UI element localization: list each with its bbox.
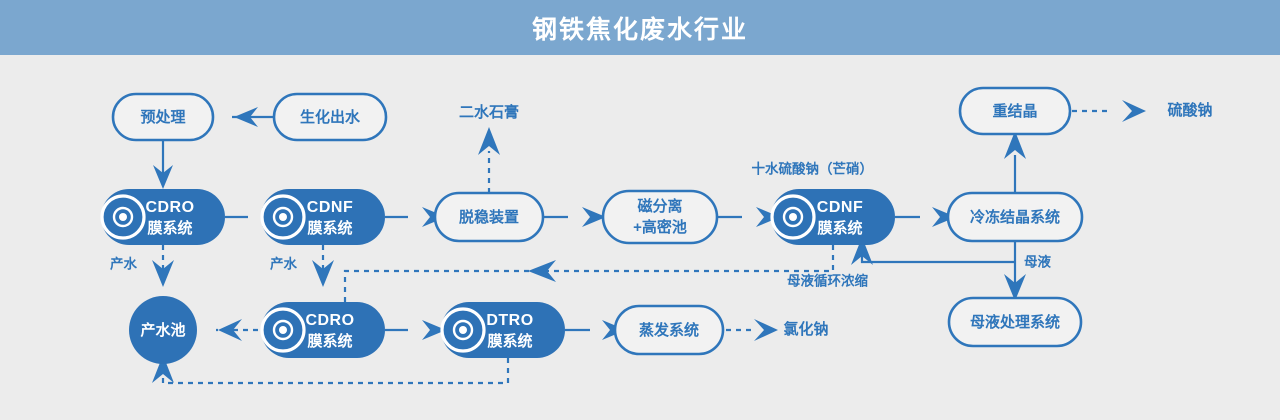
terminal-label-sodium-chloride: 氯化钠 <box>783 320 828 338</box>
node-bio-effluent[interactable]: 生化出水 <box>272 92 388 142</box>
node-destabilizer-label: 脱稳装置 <box>459 208 519 226</box>
node-cdnf-2-label-cn: 膜系统 <box>817 219 862 237</box>
node-mother-liquor-system-label: 母液处理系统 <box>970 313 1060 331</box>
edge-cdro1-to-productpool <box>152 245 174 287</box>
edge-freezecryst-to-recrystallize <box>1004 131 1026 193</box>
edge-dtro-to-productpool <box>152 355 510 385</box>
edge-cdro2-to-dtro <box>385 320 446 340</box>
membrane-icon <box>440 307 486 353</box>
edge-bio-effluent-to-pretreatment <box>232 107 274 127</box>
membrane-icon <box>100 194 146 240</box>
node-evaporation-system[interactable]: 蒸发系统 <box>613 304 725 356</box>
node-cdro-1-label-en: CDRO <box>145 199 194 216</box>
edge-label-glaubers-salt: 十水硫酸钠（芒硝） <box>752 161 874 177</box>
page-title: 钢铁焦化废水行业 <box>531 15 748 44</box>
node-cdro-2[interactable]: CDRO 膜系统 <box>260 302 385 358</box>
node-dtro[interactable]: DTRO 膜系统 <box>440 302 565 358</box>
node-cdnf-2-label-en: CDNF <box>817 199 863 216</box>
node-dtro-label-cn: 膜系统 <box>487 332 532 350</box>
edge-pretreatment-to-cdro1 <box>153 140 173 189</box>
edge-cdnf2-to-freezecryst <box>895 207 956 227</box>
membrane-icon <box>260 194 306 240</box>
edge-cdro2-to-productpool <box>216 319 258 341</box>
node-mother-liquor-system[interactable]: 母液处理系统 <box>947 296 1083 348</box>
node-cdro-2-label-cn: 膜系统 <box>307 332 352 350</box>
title-bar: 钢铁焦化废水行业 <box>0 0 1280 55</box>
node-freeze-crystallization-label: 冷冻结晶系统 <box>970 208 1060 226</box>
node-cdnf-2[interactable]: CDNF 膜系统 <box>770 189 895 245</box>
flowchart-canvas: 预处理 生化出水 CDRO 膜系统 <box>0 55 1280 420</box>
edge-label-mother-liquor-recycle: 母液循环浓缩 <box>787 273 868 289</box>
node-cdnf-1-label-cn: 膜系统 <box>307 219 352 237</box>
edge-cdnf1-to-cdro2 <box>312 245 334 287</box>
edge-destabilizer-to-magsep <box>543 207 606 227</box>
edge-destabilizer-to-gypsum <box>478 127 500 193</box>
edge-label-mother-liquor: 母液 <box>1024 254 1052 270</box>
node-product-water-pool-label: 产水池 <box>140 321 185 339</box>
node-pretreatment[interactable]: 预处理 <box>111 92 215 142</box>
node-product-water-pool[interactable]: 产水池 <box>129 296 197 364</box>
node-recrystallization-label: 重结晶 <box>992 102 1037 120</box>
membrane-icon <box>770 194 816 240</box>
edge-evaporation-to-sodium-chloride <box>726 319 778 341</box>
node-magnetic-separation-label-line2: +高密池 <box>633 218 687 236</box>
node-magnetic-separation-label-line1: 磁分离 <box>637 197 682 215</box>
node-bio-effluent-label: 生化出水 <box>300 108 361 126</box>
edge-label-product-water-2: 产水 <box>270 256 297 272</box>
flowchart-svg: 预处理 生化出水 CDRO 膜系统 <box>100 86 1213 385</box>
terminal-label-gypsum: 二水石膏 <box>459 103 519 121</box>
node-cdro-2-label-en: CDRO <box>305 312 354 329</box>
edge-motherliquor-recycle <box>851 237 1015 265</box>
node-dtro-label-en: DTRO <box>486 312 533 329</box>
node-cdnf-1[interactable]: CDNF 膜系统 <box>260 189 385 245</box>
node-destabilizer[interactable]: 脱稳装置 <box>433 191 545 243</box>
node-pretreatment-label: 预处理 <box>140 108 185 126</box>
edge-magsep-to-cdnf2 <box>717 207 780 227</box>
membrane-icon <box>260 307 306 353</box>
edge-cdnf2-to-cdro2 <box>343 245 835 303</box>
node-recrystallization[interactable]: 重结晶 <box>958 86 1072 136</box>
edge-label-product-water-1: 产水 <box>110 256 137 272</box>
edge-freezecryst-to-motherliquor-sys <box>1004 241 1026 301</box>
terminal-label-sodium-sulfate: 硫酸钠 <box>1167 101 1212 119</box>
node-cdnf-1-label-en: CDNF <box>307 199 353 216</box>
node-cdro-1-label-cn: 膜系统 <box>147 219 192 237</box>
node-cdro-1[interactable]: CDRO 膜系统 <box>100 189 225 245</box>
node-freeze-crystallization[interactable]: 冷冻结晶系统 <box>946 191 1084 243</box>
node-evaporation-system-label: 蒸发系统 <box>639 321 699 339</box>
edge-recrystallize-to-sodium-sulfate <box>1072 100 1146 122</box>
node-magnetic-separation[interactable]: 磁分离 +高密池 <box>601 189 719 245</box>
